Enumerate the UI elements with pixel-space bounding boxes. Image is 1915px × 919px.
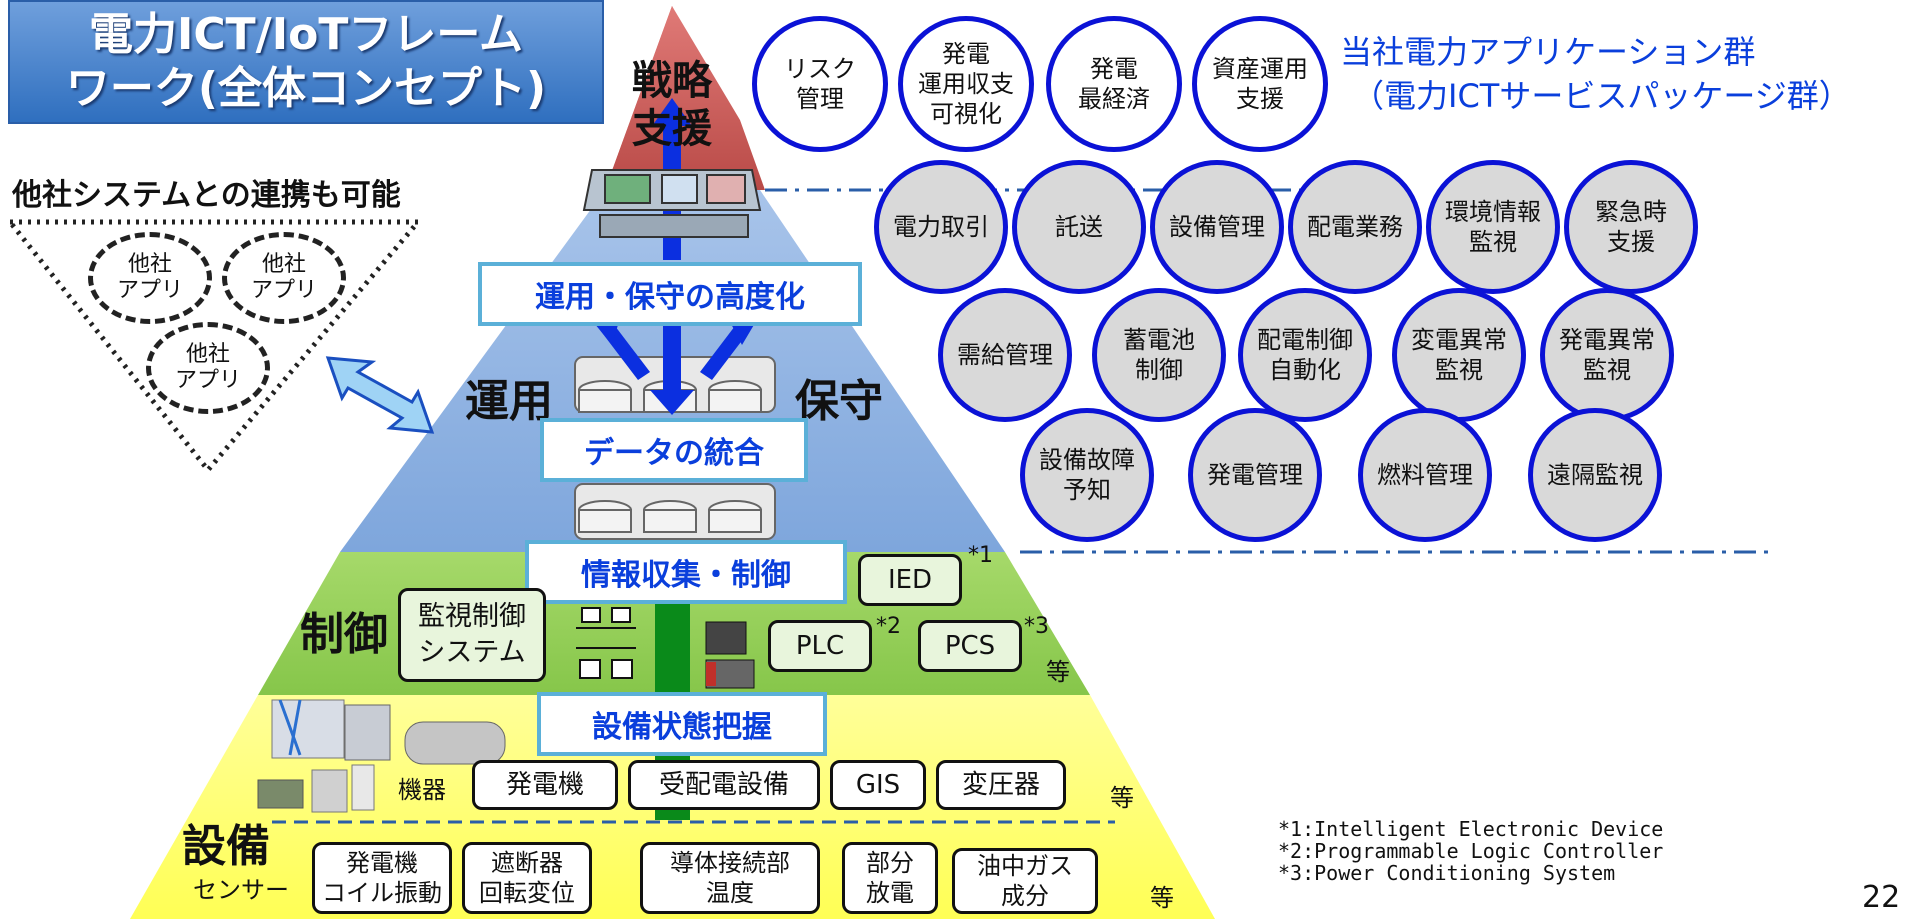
footnote-3: *3:Power Conditioning System (1278, 861, 1616, 885)
app-group-title-line1: 当社電力アプリケーション群 (1340, 33, 1756, 71)
pcs-footnote-mark: *3 (1024, 614, 1049, 639)
page-number: 22 (1862, 880, 1901, 915)
footnote-1: *1:Intelligent Electronic Device (1278, 817, 1664, 841)
device-gis[interactable]: GIS (830, 760, 926, 810)
stage-equipment-status: 設備状態把握 (537, 692, 827, 756)
app-remote-monitoring[interactable]: 遠隔監視 (1528, 408, 1662, 542)
other-app-2[interactable]: 他社 アプリ (222, 232, 346, 324)
app-emergency-support[interactable]: 緊急時 支援 (1564, 160, 1698, 294)
ied-box[interactable]: IED (858, 554, 962, 606)
other-app-3[interactable]: 他社 アプリ (146, 322, 270, 414)
strategy-support-label: 戦略 支援 (620, 55, 724, 155)
sensor-label: センサー (193, 876, 289, 904)
stage-data-integration: データの統合 (540, 418, 808, 482)
devices-label: 機器 (398, 776, 446, 804)
app-generation-profit-visualization[interactable]: 発電 運用収支 可視化 (898, 16, 1034, 152)
control-room-icon (582, 169, 762, 238)
other-systems-heading: 他社システムとの連携も可能 (12, 178, 401, 213)
equipment-label: 設備 (182, 821, 270, 872)
app-asset-management[interactable]: 資産運用 支援 (1192, 16, 1328, 152)
slide-title: 電力ICT/IoTフレーム ワーク(全体コンセプト) (8, 0, 604, 124)
plc-device-icons (705, 621, 755, 689)
stage-advanced-operation: 運用・保守の高度化 (478, 262, 862, 326)
app-power-trading[interactable]: 電力取引 (874, 160, 1008, 294)
device-generator[interactable]: 発電機 (472, 760, 618, 810)
sensor-generator-coil-vibration[interactable]: 発電機 コイル振動 (312, 842, 452, 914)
app-failure-prediction[interactable]: 設備故障 予知 (1020, 408, 1154, 542)
strategy-label-line1: 戦略 (632, 58, 712, 104)
title-line-2: ワーク(全体コンセプト) (65, 63, 547, 114)
maintenance-label: 保守 (795, 376, 883, 427)
sensor-partial-discharge[interactable]: 部分 放電 (842, 842, 938, 914)
network-equipment-icon (576, 607, 636, 679)
other-systems-triangle (4, 219, 424, 474)
app-distribution-operations[interactable]: 配電業務 (1288, 160, 1422, 294)
data-flow-up-arrow (630, 492, 715, 820)
footnote-2: *2:Programmable Logic Controller (1278, 839, 1664, 863)
pcs-box[interactable]: PCS (918, 620, 1022, 672)
app-facility-management[interactable]: 設備管理 (1150, 160, 1284, 294)
integration-double-arrow (325, 356, 435, 434)
sensor-breaker-rotation[interactable]: 遮断器 回転変位 (462, 842, 592, 914)
sensor-dissolved-gas[interactable]: 油中ガス 成分 (952, 848, 1098, 914)
app-supply-demand[interactable]: 需給管理 (938, 288, 1072, 422)
app-group-title-line2: （電力ICTサービスパッケージ群） (1352, 77, 1851, 115)
equipment-illustrations (257, 699, 506, 813)
device-transformer[interactable]: 変圧器 (936, 760, 1066, 810)
plc-footnote-mark: *2 (876, 614, 901, 639)
app-risk-management[interactable]: リスク 管理 (752, 16, 888, 152)
title-line-1: 電力ICT/IoTフレーム (88, 9, 524, 60)
pyramid-top-layer-fill (605, 6, 760, 190)
control-label: 制御 (300, 609, 388, 660)
sensor-conductor-temperature[interactable]: 導体接続部 温度 (640, 842, 820, 914)
device-switchgear[interactable]: 受配電設備 (628, 760, 820, 810)
app-battery-control[interactable]: 蓄電池 制御 (1092, 288, 1226, 422)
app-generation-management[interactable]: 発電管理 (1188, 408, 1322, 542)
stage-info-collection: 情報収集・制御 (525, 540, 847, 604)
app-generation-anomaly[interactable]: 発電異常 監視 (1540, 288, 1674, 422)
other-app-1[interactable]: 他社 アプリ (88, 232, 212, 324)
plc-box[interactable]: PLC (768, 620, 872, 672)
strategy-label-line2: 支援 (632, 106, 712, 152)
scada-system-box[interactable]: 監視制御 システム (398, 588, 546, 682)
app-environment-monitoring[interactable]: 環境情報 監視 (1426, 160, 1560, 294)
control-etc: 等 (1046, 658, 1070, 686)
app-substation-anomaly[interactable]: 変電異常 監視 (1392, 288, 1526, 422)
app-transmission[interactable]: 託送 (1012, 160, 1146, 294)
sensors-etc: 等 (1150, 884, 1174, 912)
app-fuel-management[interactable]: 燃料管理 (1358, 408, 1492, 542)
devices-etc: 等 (1110, 784, 1134, 812)
app-generation-economy[interactable]: 発電 最経済 (1046, 16, 1182, 152)
operation-label: 運用 (465, 376, 553, 427)
app-distribution-automation[interactable]: 配電制御 自動化 (1238, 288, 1372, 422)
ied-footnote-mark: *1 (968, 543, 993, 568)
